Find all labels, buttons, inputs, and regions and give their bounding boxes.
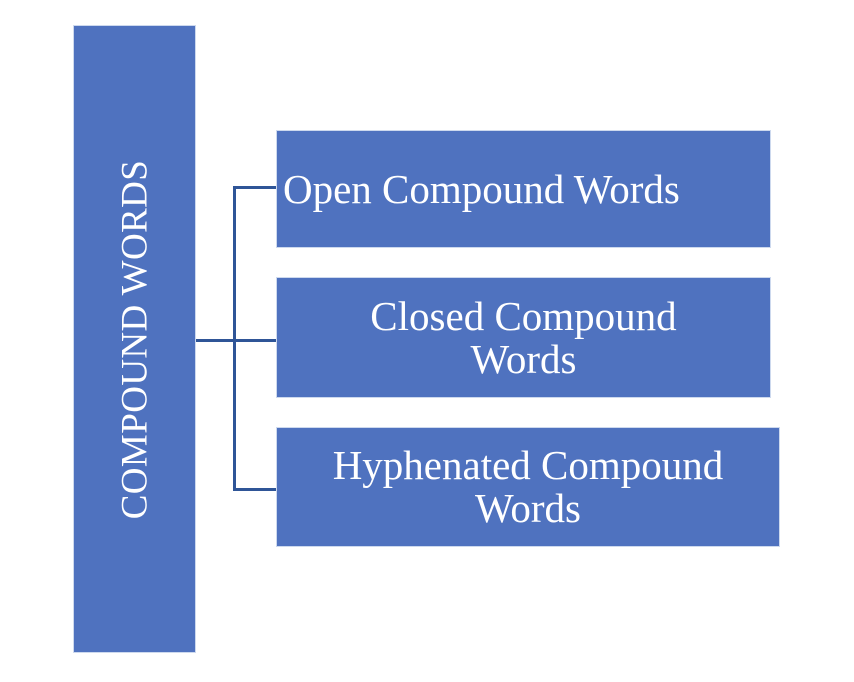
- node-closed-compound-words[interactable]: Closed Compound Words: [277, 278, 770, 397]
- node-hyphenated-line-2: Words: [474, 485, 582, 531]
- connector-branch-open: [233, 186, 278, 189]
- node-open-compound-words[interactable]: Open Compound Words: [277, 131, 770, 247]
- node-hyphenated-compound-words[interactable]: Hyphenated Compound Words: [277, 428, 779, 546]
- node-hyphenated-line-1: Hyphenated Compound: [332, 442, 724, 489]
- root-node-compound-words[interactable]: COMPOUND WORDS: [74, 26, 195, 652]
- node-closed-compound-words-label: Closed Compound Words: [277, 295, 770, 380]
- root-node-label: COMPOUND WORDS: [114, 159, 155, 519]
- node-hyphenated-compound-words-label: Hyphenated Compound Words: [277, 444, 779, 529]
- node-closed-line-1: Closed Compound: [370, 292, 677, 339]
- connector-branch-hyphenated: [233, 488, 278, 491]
- node-closed-line-2: Words: [470, 335, 577, 382]
- node-open-compound-words-label: Open Compound Words: [283, 165, 680, 212]
- connector-branch-closed: [233, 339, 278, 342]
- connector-stem: [196, 339, 236, 342]
